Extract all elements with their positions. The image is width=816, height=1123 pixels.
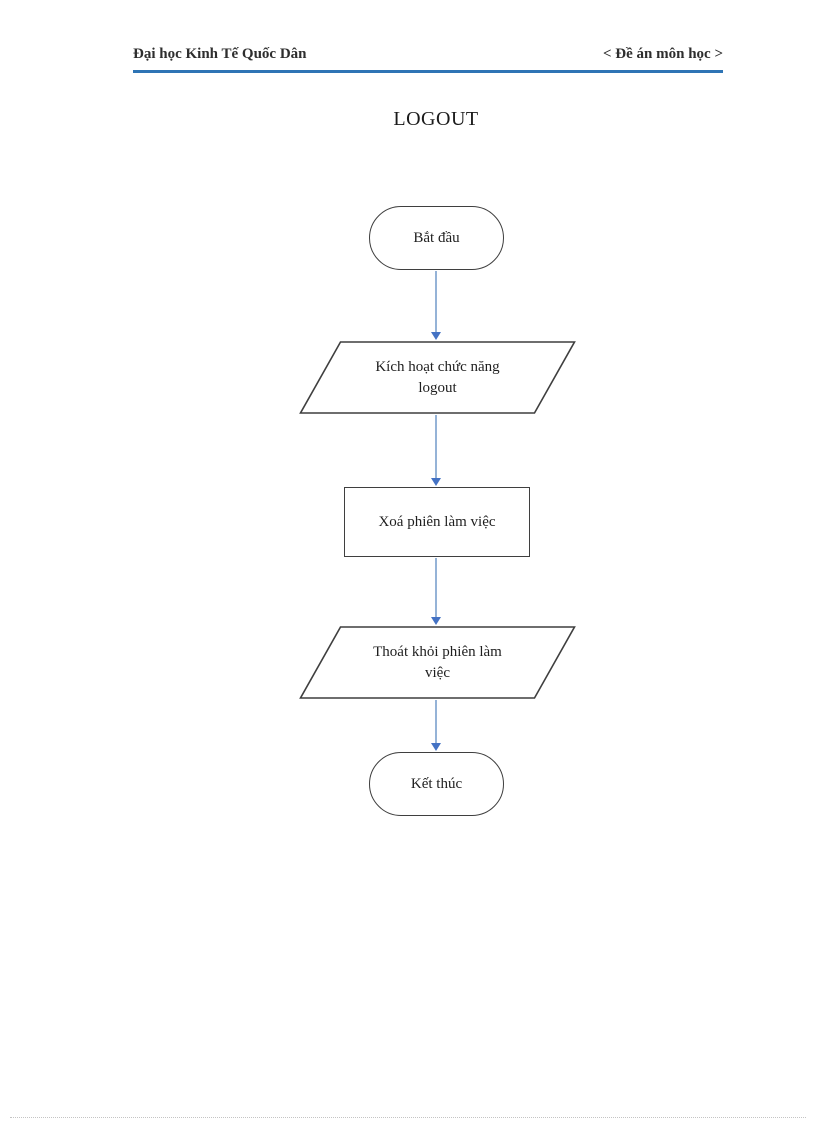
arrow-head-icon [430, 478, 441, 486]
node-label-activate-logout: Kích hoạt chức năng logout [375, 359, 500, 396]
parallelogram-shape [299, 626, 576, 699]
flowchart-node-exit-session: Thoát khỏi phiên làm việc [299, 626, 576, 699]
node-label-exit-session: Thoát khỏi phiên làm việc [373, 644, 502, 681]
flowchart-node-activate-logout: Kích hoạt chức năng logout [299, 341, 576, 414]
footer-dotted-line [10, 1117, 806, 1118]
flowchart-node-end: Kết thúc [369, 752, 504, 816]
arrow-line [435, 700, 437, 743]
page-title: LOGOUT [393, 108, 479, 130]
node-label-start: Bắt đầu [413, 229, 460, 246]
flowchart-node-delete-session: Xoá phiên làm việc [344, 487, 530, 557]
flowchart-node-start: Bắt đầu [369, 206, 504, 270]
header-rule [133, 70, 723, 73]
header-left-text: Đại học Kinh Tế Quốc Dân [133, 46, 307, 62]
node-label-end: Kết thúc [410, 775, 463, 792]
node-label-delete-session: Xoá phiên làm việc [378, 513, 496, 530]
arrow-line [435, 271, 437, 332]
arrow-line [435, 415, 437, 478]
arrow-head-icon [430, 743, 441, 751]
parallelogram-shape [299, 341, 576, 414]
arrow-head-icon [430, 332, 441, 340]
arrow-head-icon [430, 617, 441, 625]
page-header: Đại học Kinh Tế Quốc Dân < Đề án môn học… [133, 46, 723, 68]
header-right-text: < Đề án môn học > [602, 46, 723, 62]
arrow-line [435, 558, 437, 617]
